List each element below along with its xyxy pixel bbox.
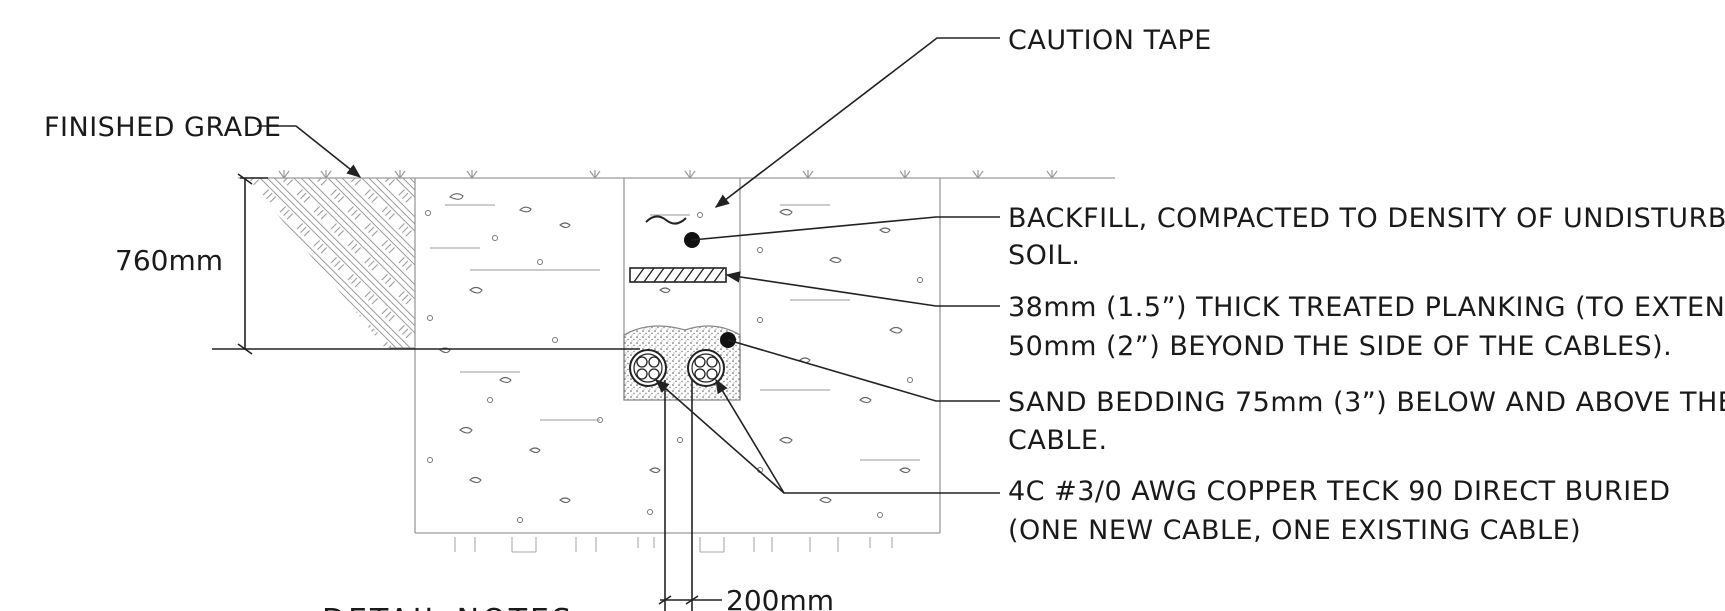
backfill-label-line2: SOIL. (1008, 240, 1080, 271)
planking-label-line1: 38mm (1.5”) THICK TREATED PLANKING (TO E… (1008, 292, 1725, 323)
cable-label-line1: 4C #3/0 AWG COPPER TECK 90 DIRECT BURIED (1008, 476, 1671, 507)
finished-grade-label: FINISHED GRADE (44, 112, 281, 143)
caution-tape-label: CAUTION TAPE (1008, 25, 1212, 56)
detail-notes-title: DETAIL NOTES (322, 603, 574, 611)
grade-line (238, 170, 1115, 180)
sand-label-line2: CABLE. (1008, 425, 1108, 456)
treated-planking (629, 267, 727, 283)
cable-left (629, 349, 667, 387)
spacing-dimension (658, 380, 722, 611)
cable-label-line2: (ONE NEW CABLE, ONE EXISTING CABLE) (1008, 515, 1581, 546)
backfill-aggregate (425, 193, 923, 523)
leader-lines (257, 37, 1000, 494)
planking-label-line2: 50mm (2”) BEYOND THE SIDE OF THE CABLES)… (1008, 331, 1672, 362)
backfill-label-line1: BACKFILL, COMPACTED TO DENSITY OF UNDIST… (1008, 203, 1725, 234)
caution-tape-symbol (645, 215, 687, 225)
cable-right (687, 349, 725, 387)
depth-dimension-label: 760mm (115, 244, 223, 277)
spacing-dimension-label: 200mm (726, 584, 834, 611)
depth-dimension (212, 173, 640, 355)
undisturbed-soil-hatch (248, 178, 415, 348)
grade-ticks (278, 170, 1058, 180)
trench-outline (390, 178, 941, 534)
ground-marks (454, 537, 893, 553)
sand-label-line1: SAND BEDDING 75mm (3”) BELOW AND ABOVE T… (1008, 387, 1725, 418)
